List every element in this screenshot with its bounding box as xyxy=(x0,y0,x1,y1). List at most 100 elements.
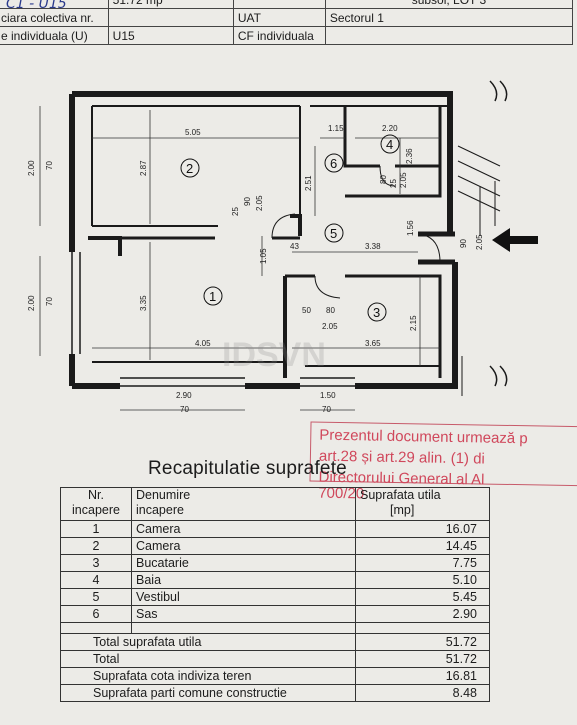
table-cell: 2.90 xyxy=(355,605,490,623)
dim-label: 2.05 xyxy=(255,195,264,211)
dim-label: 70 xyxy=(322,405,331,414)
table-cell: 7.75 xyxy=(355,554,490,572)
table-cell: 8.48 xyxy=(355,684,490,702)
document-header: 51.72 mp subsol, LOT 3 ciara colectiva n… xyxy=(0,0,577,66)
header-area: Suprafata utila[mp] xyxy=(355,487,490,521)
dim-label: 90 xyxy=(243,197,252,206)
header-r2-label: ciara colectiva nr. xyxy=(0,8,109,27)
dim-label: 80 xyxy=(379,175,388,184)
table-cell: 4 xyxy=(60,571,132,589)
header-r3-value: U15 xyxy=(107,26,234,45)
table-cell: 51.72 xyxy=(355,633,490,651)
recap-title: Recapitulatie suprafete xyxy=(148,458,347,479)
table-cell: Camera xyxy=(131,537,356,555)
floor-plan: 5.05 1.15 2.20 2.00 70 2.87 2.51 2.36 25… xyxy=(27,80,538,414)
dim-label: 1.50 xyxy=(320,391,336,400)
dim-label: 2.51 xyxy=(304,175,313,191)
dim-label: 25 xyxy=(389,179,398,188)
dim-label: 1.05 xyxy=(259,248,268,264)
table-cell: 51.72 xyxy=(355,650,490,668)
header-r2-right: Sectorul 1 xyxy=(324,8,574,27)
dim-label: 1.15 xyxy=(328,124,344,133)
dim-label: 70 xyxy=(180,405,189,414)
dim-label: 4.05 xyxy=(195,339,211,348)
dimension-labels: 5.05 1.15 2.20 2.00 70 2.87 2.51 2.36 25… xyxy=(27,124,484,414)
dim-label: 2.05 xyxy=(322,322,338,331)
entrance-arrow-icon xyxy=(492,228,538,252)
dim-label: 70 xyxy=(45,297,54,306)
room-number: 4 xyxy=(386,137,393,152)
table-cell: [mp] xyxy=(390,503,415,517)
table-cell: 1 xyxy=(60,520,132,538)
table-cell: Bucatarie xyxy=(131,554,356,572)
dim-label: 2.00 xyxy=(27,160,36,176)
table-cell: Sas xyxy=(131,605,356,623)
header-r1-right: subsol, LOT 3 xyxy=(324,0,574,9)
dim-label: 2.90 xyxy=(176,391,192,400)
table-cell: 16.81 xyxy=(355,667,490,685)
table-cell: 2 xyxy=(60,537,132,555)
dim-label: 2.05 xyxy=(475,234,484,250)
room-number: 1 xyxy=(209,289,216,304)
table-cell: Vestibul xyxy=(131,588,356,606)
watermark: IDSVN xyxy=(222,336,326,374)
table-cell: Denumire xyxy=(136,488,191,502)
spacer-row xyxy=(60,622,490,634)
dim-label: 2.00 xyxy=(27,295,36,311)
dim-label: 5.05 xyxy=(185,128,201,137)
dim-label: 50 xyxy=(302,306,311,315)
table-cell: 5.10 xyxy=(355,571,490,589)
dim-label: 3.38 xyxy=(365,242,381,251)
table-cell: 3 xyxy=(60,554,132,572)
dim-label: 70 xyxy=(45,161,54,170)
room-number: 2 xyxy=(186,161,193,176)
header-nr: Nr.incapere xyxy=(60,487,132,521)
header-r1-value: 51.72 mp xyxy=(107,0,234,9)
dim-label: 1.56 xyxy=(406,220,415,236)
dim-label: 43 xyxy=(290,242,299,251)
dim-label: 3.65 xyxy=(365,339,381,348)
header-r3-right xyxy=(324,26,574,45)
table-cell: 6 xyxy=(60,605,132,623)
header-r3-label: e individuala (U) xyxy=(0,26,109,45)
table-cell: Suprafata utila xyxy=(360,488,441,502)
plan-walls xyxy=(69,80,508,396)
dim-label: 3.35 xyxy=(139,295,148,311)
room-number: 6 xyxy=(330,156,337,171)
dim-label: 25 xyxy=(231,207,240,216)
table-cell: incapere xyxy=(72,503,120,517)
header-table: 51.72 mp subsol, LOT 3 ciara colectiva n… xyxy=(0,0,574,45)
handwritten-note: C1 - U15 xyxy=(6,0,67,12)
dimension-lines xyxy=(39,106,440,411)
dim-label: 2.87 xyxy=(139,160,148,176)
table-cell: 14.45 xyxy=(355,537,490,555)
dim-label: 2.36 xyxy=(405,148,414,164)
table-cell: 5 xyxy=(60,588,132,606)
table-cell: 5.45 xyxy=(355,588,490,606)
table-cell: Baia xyxy=(131,571,356,589)
table-cell: Suprafata parti comune constructie xyxy=(60,684,356,702)
dim-label: 2.15 xyxy=(409,315,418,331)
room-markers: 2 1 6 4 5 3 xyxy=(180,134,400,322)
table-cell: Camera xyxy=(131,520,356,538)
table-cell: 16.07 xyxy=(355,520,490,538)
dim-label: 90 xyxy=(459,239,468,248)
header-r1-mid xyxy=(232,0,326,9)
dim-label: 2.05 xyxy=(399,172,408,188)
room-number: 5 xyxy=(330,226,337,241)
dim-label: 80 xyxy=(326,306,335,315)
dim-label: 2.20 xyxy=(382,124,398,133)
room-number: 3 xyxy=(373,305,380,320)
